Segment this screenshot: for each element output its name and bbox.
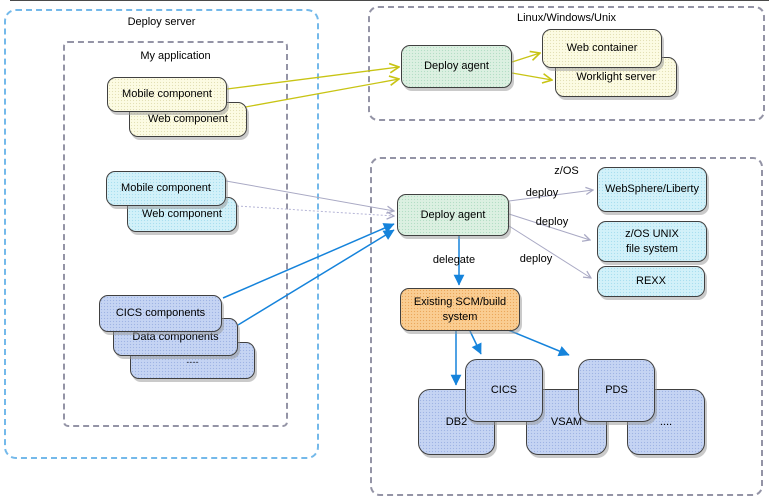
node-websphere-liberty: WebSphere/Liberty <box>597 167 707 212</box>
deploy-label-unix-fs: deploy <box>535 216 569 228</box>
node-cics: CICS <box>465 359 543 422</box>
node-pds: PDS <box>578 359 655 422</box>
node-web-container: Web container <box>542 29 662 68</box>
top-rule <box>10 0 769 1</box>
node-zos-unix-file-system: z/OS UNIX file system <box>597 221 707 262</box>
node-deploy-agent-zos: Deploy agent <box>397 194 509 236</box>
group-linux-windows-unix-label: Linux/Windows/Unix <box>516 12 617 24</box>
group-zos-label: z/OS <box>554 165 579 177</box>
deploy-label-websphere: deploy <box>525 187 559 199</box>
group-deploy-server-label: Deploy server <box>127 16 196 28</box>
node-deploy-agent-distributed: Deploy agent <box>401 45 512 88</box>
node-cics-components: CICS components <box>99 295 222 332</box>
group-zos: z/OS <box>370 157 763 496</box>
node-mobile-component-built: Mobile component <box>106 171 226 206</box>
group-deploy-server: Deploy server <box>4 9 319 459</box>
delegate-label: delegate <box>432 254 476 266</box>
group-linux-windows-unix: Linux/Windows/Unix <box>368 6 765 121</box>
node-rexx: REXX <box>597 266 705 297</box>
group-my-application: My application <box>63 41 288 427</box>
group-my-application-label: My application <box>140 50 211 62</box>
deploy-label-rexx: deploy <box>519 253 553 265</box>
node-mobile-component-app: Mobile component <box>107 77 227 112</box>
node-existing-scm-build-system: Existing SCM/build system <box>400 288 520 331</box>
